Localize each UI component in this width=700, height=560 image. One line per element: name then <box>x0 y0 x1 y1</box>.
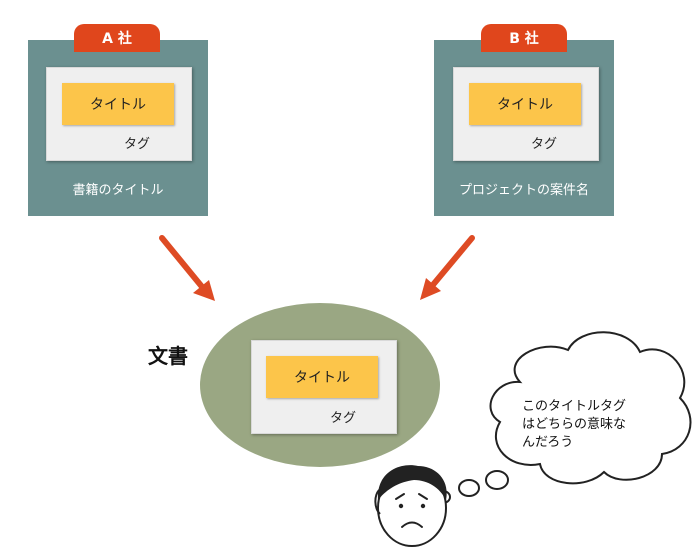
document-label: 文書 <box>148 344 188 368</box>
company-b-caption: プロジェクトの案件名 <box>458 183 589 198</box>
company-b-tag-label: タグ <box>531 137 558 152</box>
thought-line-2: はどちらの意味な <box>522 417 627 432</box>
company-a-caption: 書籍のタイトル <box>72 183 164 198</box>
company-a-tag-label: タグ <box>124 137 151 152</box>
company-a-badge: A 社 <box>74 24 160 52</box>
thought-line-3: んだろう <box>522 435 574 450</box>
document-title-tag: タイトル <box>266 356 378 398</box>
arrow-a-to-document <box>159 235 215 301</box>
thought-trail-large <box>485 470 509 490</box>
thought-line-1: このタイトルタグ <box>522 399 627 414</box>
company-a-title-tag: タイトル <box>62 83 174 125</box>
thought-trail-medium <box>458 479 480 497</box>
company-b-title-tag: タイトル <box>469 83 581 125</box>
arrow-b-to-document <box>420 235 475 300</box>
company-b-badge: B 社 <box>481 24 567 52</box>
worried-face-icon <box>374 465 447 547</box>
thought-text: このタイトルタグ はどちらの意味な んだろう <box>522 398 672 452</box>
document-tag-label: タグ <box>330 411 357 426</box>
thought-cloud <box>489 331 692 485</box>
